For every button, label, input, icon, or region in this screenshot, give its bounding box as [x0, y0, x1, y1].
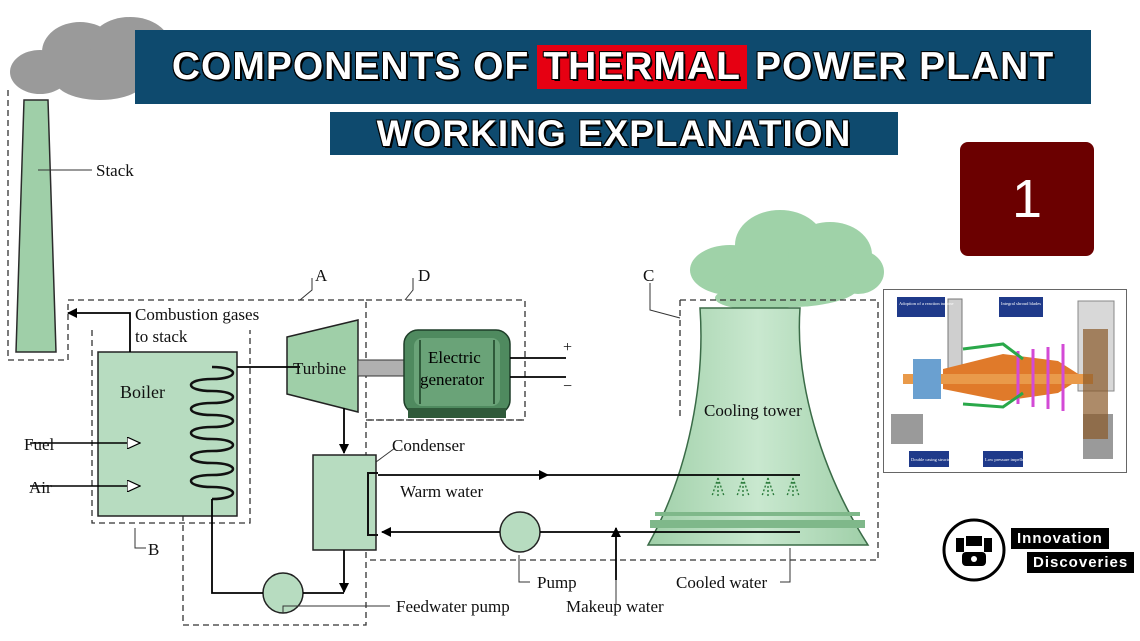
- label-stack: Stack: [96, 161, 134, 180]
- label-warm-water: Warm water: [400, 482, 483, 501]
- dashed-boundaries: [7, 90, 879, 626]
- electric-generator: [403, 329, 511, 418]
- leader-lines: [38, 169, 791, 613]
- condenser: [312, 454, 377, 551]
- title-part-2: POWER PLANT: [754, 45, 1055, 88]
- label-condenser: Condenser: [392, 436, 465, 455]
- label-cooling-tower: Cooling tower: [704, 401, 802, 420]
- tower-steam-cloud: [690, 210, 884, 310]
- inset-callout-3: Double casing structure: [911, 457, 954, 462]
- inset-callout-2: Integral shroud blades: [1001, 301, 1041, 306]
- label-pump: Pump: [537, 573, 577, 592]
- turbine: [286, 319, 359, 413]
- label-fuel: Fuel: [24, 435, 55, 454]
- title-highlight: THERMAL: [537, 45, 747, 89]
- label-to-stack: to stack: [135, 327, 188, 346]
- label-generator: generator: [420, 370, 485, 389]
- label-air: Air: [29, 478, 52, 497]
- subtitle: WORKING EXPLANATION: [376, 112, 852, 154]
- label-region-b: B: [148, 540, 159, 559]
- label-combustion: Combustion gases: [135, 305, 259, 324]
- label-plus: +: [563, 339, 572, 356]
- label-electric: Electric: [428, 348, 481, 367]
- boiler-coil: [190, 365, 234, 501]
- label-turbine: Turbine: [293, 359, 346, 378]
- label-cooled-water: Cooled water: [676, 573, 767, 592]
- brand-line-1: Innovation: [1011, 528, 1109, 549]
- label-region-c: C: [643, 266, 654, 285]
- subtitle-banner: WORKING EXPLANATION: [330, 112, 898, 155]
- title-banner: COMPONENTS OF THERMAL POWER PLANT: [135, 30, 1091, 104]
- label-feedwater-pump: Feedwater pump: [396, 597, 510, 616]
- turbine-section-inset: Adoption of a reaction turbine Integral …: [883, 289, 1127, 473]
- stack-chimney: [15, 99, 57, 353]
- label-makeup-water: Makeup water: [566, 597, 664, 616]
- inset-callout-4: Low pressure impeller: [985, 457, 1026, 462]
- label-region-a: A: [315, 266, 328, 285]
- label-region-d: D: [418, 266, 430, 285]
- cooling-tower: [646, 307, 870, 546]
- spray-nozzles: [711, 477, 800, 497]
- brand-line-2: Discoveries: [1027, 552, 1135, 573]
- label-minus: −: [563, 378, 572, 395]
- flow-lines: [67, 308, 800, 594]
- title-part-1: COMPONENTS OF: [171, 45, 530, 88]
- brand-logo-icon: [942, 518, 1006, 582]
- episode-badge: 1: [960, 142, 1094, 256]
- inset-callout-1: Adoption of a reaction turbine: [899, 301, 953, 306]
- label-boiler: Boiler: [120, 382, 165, 402]
